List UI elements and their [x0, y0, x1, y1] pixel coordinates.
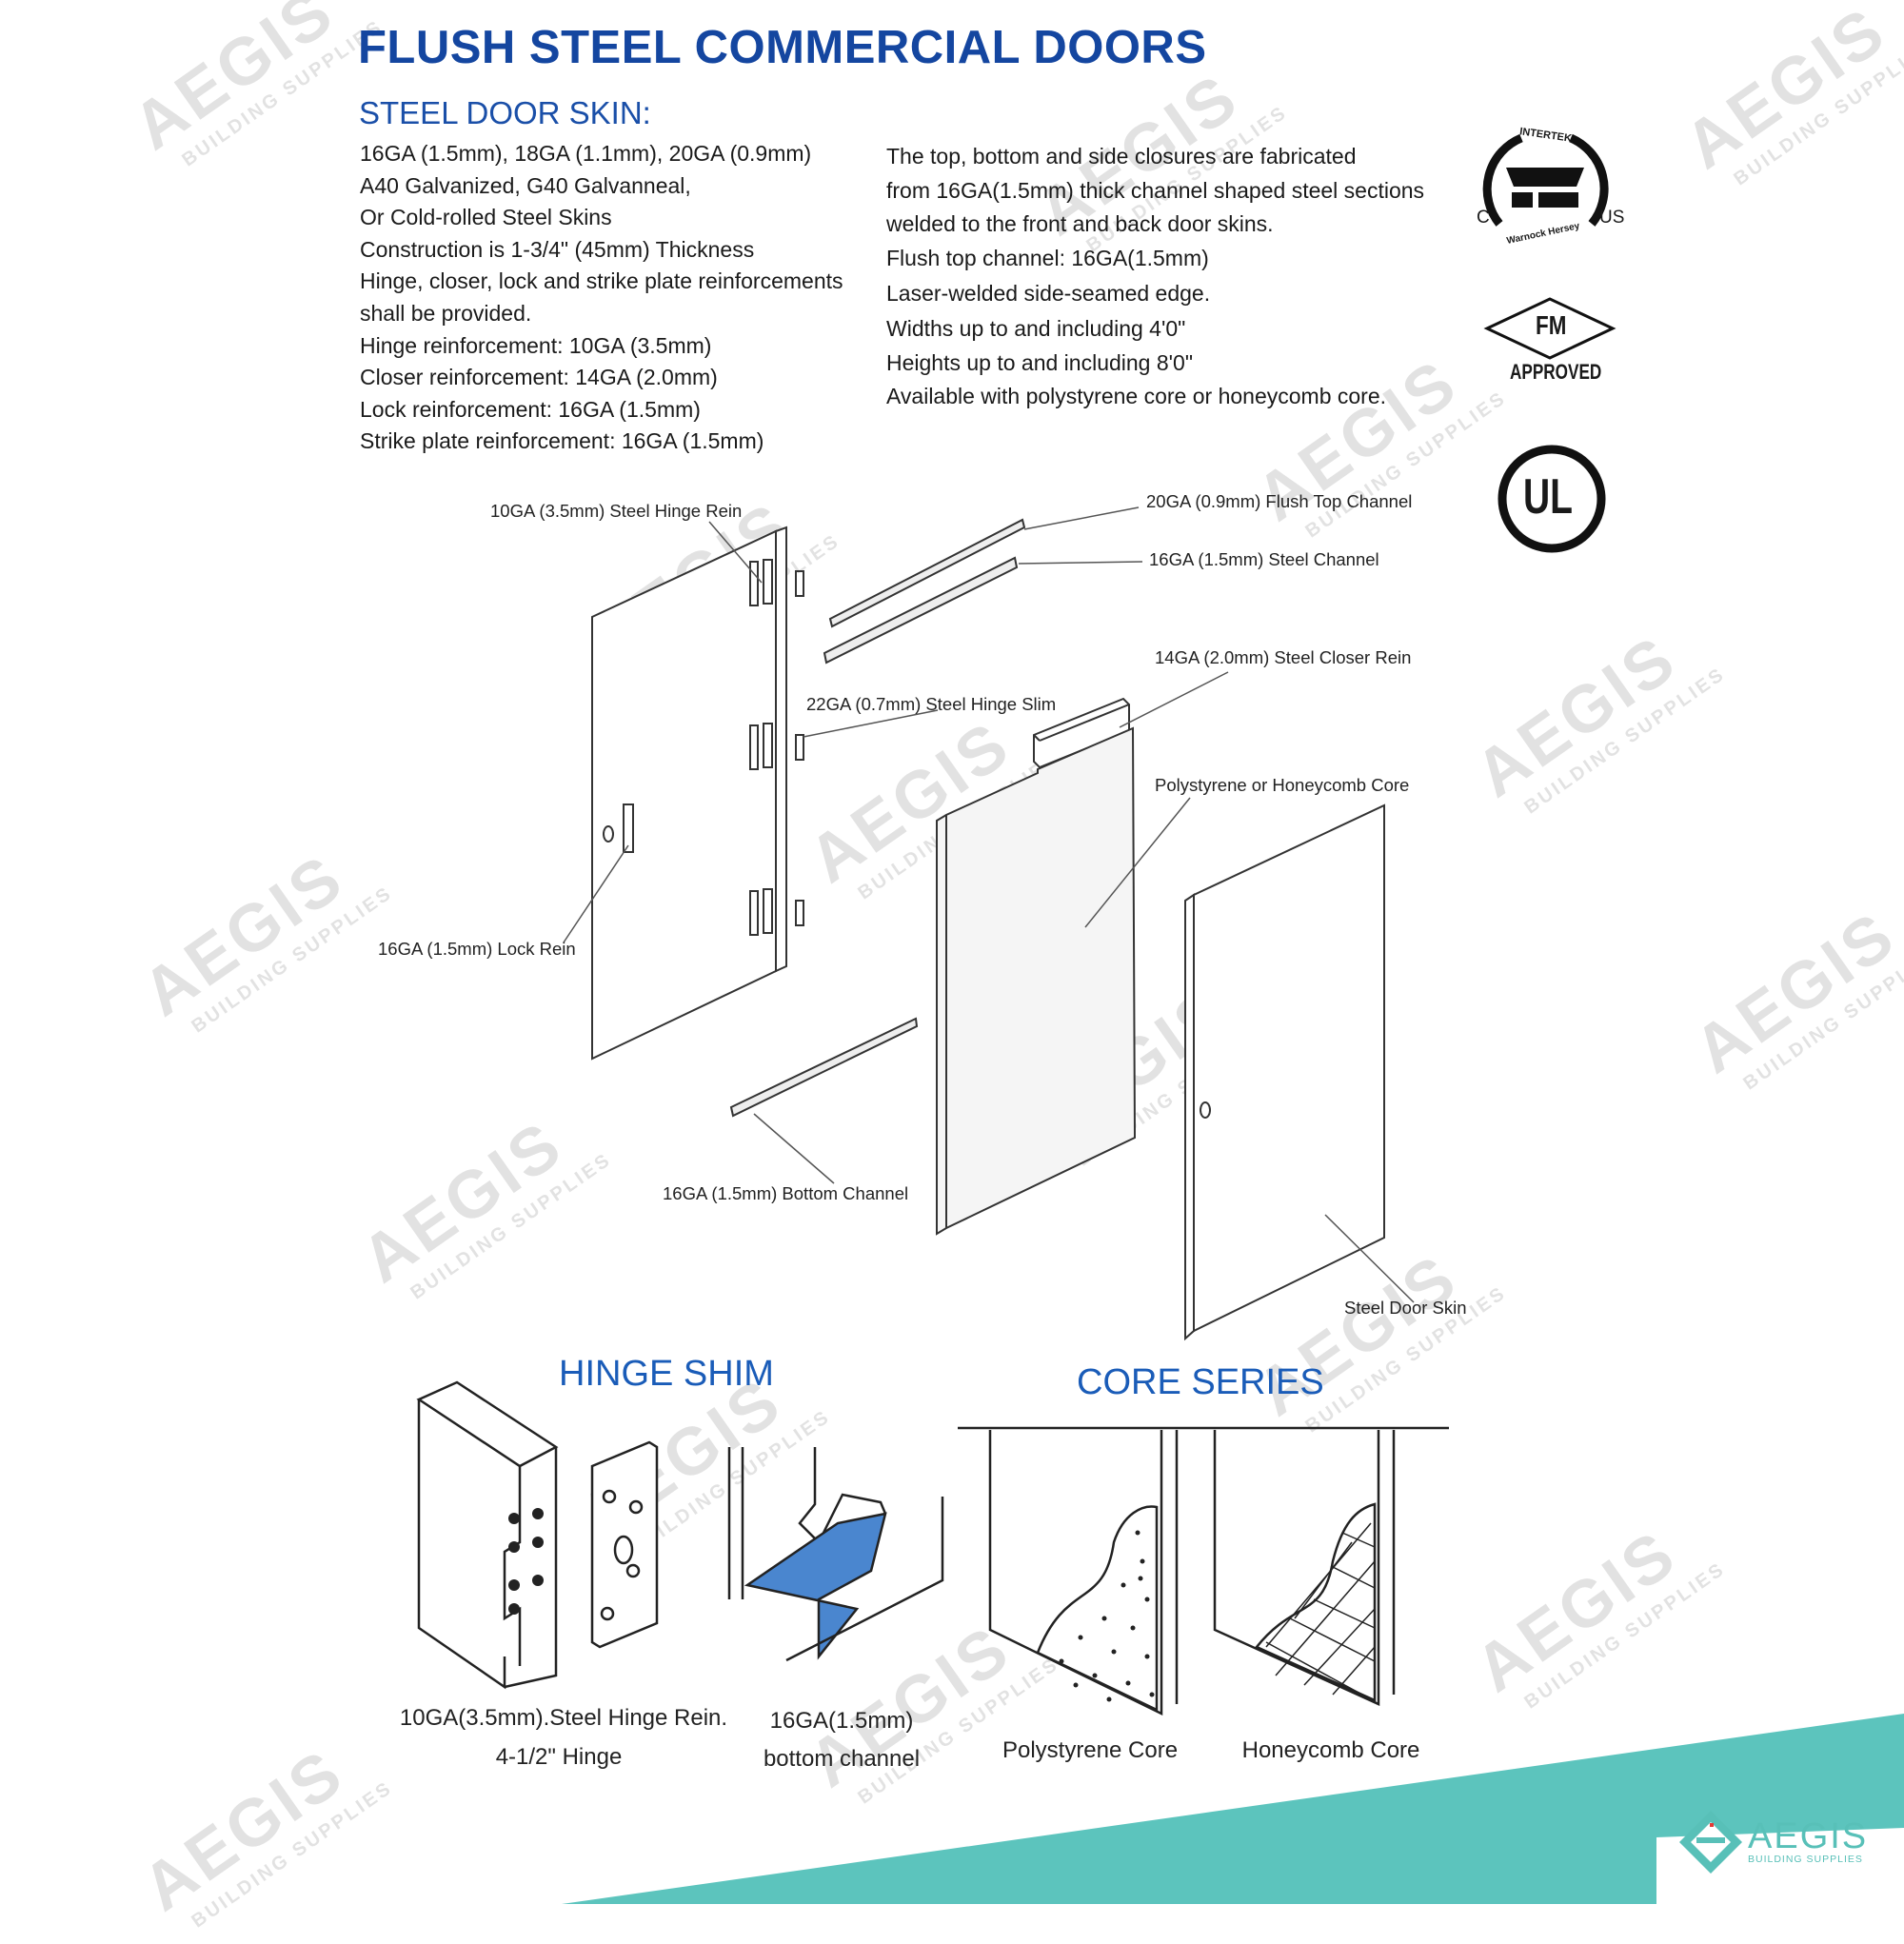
label-closer-rein: 14GA (2.0mm) Steel Closer Rein: [1155, 647, 1412, 667]
spec-line: Closer reinforcement: 14GA (2.0mm): [360, 365, 718, 390]
specs-left: 16GA (1.5mm), 18GA (1.1mm), 20GA (0.9mm)…: [360, 138, 843, 458]
spec-line: Hinge reinforcement: 10GA (3.5mm): [360, 332, 712, 358]
spec-line: The top, bottom and side closures are fa…: [886, 144, 1357, 169]
bottom-illustrations: [416, 1380, 1449, 1716]
page-title: FLUSH STEEL COMMERCIAL DOORS: [358, 22, 1207, 73]
honeycomb-pattern: [1265, 1522, 1376, 1700]
caption-honeycomb-core: Honeycomb Core: [1241, 1737, 1420, 1763]
front-door-skin: [591, 526, 804, 1061]
spec-line: Construction is 1-3/4" (45mm) Thickness: [360, 236, 755, 262]
hinge-rein-illustration: [416, 1380, 659, 1690]
door-exploded-diagram: [563, 506, 1415, 1341]
leader-lines: [563, 506, 1415, 1303]
label-flush-top-channel: 20GA (0.9mm) Flush Top Channel: [1146, 491, 1413, 511]
polystyrene-dots: [1059, 1530, 1155, 1702]
core-panel: [936, 726, 1137, 1236]
caption-polystyrene-core: Polystyrene Core: [1002, 1737, 1179, 1763]
label-hinge-slim: 22GA (0.7mm) Steel Hinge Slim: [806, 694, 1057, 714]
flush-top-channel: [828, 518, 1026, 628]
specs-right: The top, bottom and side closures are fa…: [886, 139, 1424, 413]
label-core: Polystyrene or Honeycomb Core: [1155, 775, 1410, 795]
spec-line: welded to the front and back door skins.: [886, 211, 1274, 236]
label-bottom-channel: 16GA (1.5mm) Bottom Channel: [663, 1183, 909, 1203]
bottom-channel-illustration: [727, 1447, 944, 1662]
label-lock-rein: 16GA (1.5mm) Lock Rein: [378, 939, 576, 959]
caption-bottom-channel-gauge: 16GA(1.5mm): [769, 1708, 914, 1734]
caption-hinge-size: 4-1/2" Hinge: [495, 1744, 623, 1770]
spec-line: A40 Galvanized, G40 Galvanneal,: [360, 172, 691, 198]
bottom-channel: [729, 1017, 919, 1118]
spec-line: Widths up to and including 4'0": [886, 316, 1186, 341]
spec-line: Lock reinforcement: 16GA (1.5mm): [360, 396, 701, 422]
aegis-diamond-icon: [1679, 1811, 1742, 1874]
caption-bottom-channel: bottom channel: [763, 1746, 921, 1772]
spec-line: Heights up to and including 8'0": [886, 349, 1193, 375]
back-door-skin: [1184, 803, 1385, 1341]
label-hinge-rein: 10GA (3.5mm) Steel Hinge Rein: [490, 501, 743, 521]
label-steel-channel: 16GA (1.5mm) Steel Channel: [1149, 549, 1379, 569]
spec-line: from 16GA(1.5mm) thick channel shaped st…: [886, 177, 1425, 203]
spec-line: Hinge, closer, lock and strike plate rei…: [360, 268, 843, 294]
section-heading-steel-door-skin: STEEL DOOR SKIN:: [359, 95, 651, 130]
spec-line: Flush top channel: 16GA(1.5mm): [886, 246, 1209, 270]
label-door-skin: Steel Door Skin: [1344, 1298, 1467, 1318]
spec-line: Strike plate reinforcement: 16GA (1.5mm): [360, 428, 764, 454]
steel-channel: [823, 556, 1019, 665]
spec-line: Laser-welded side-seamed edge.: [886, 281, 1211, 306]
spec-line: Available with polystyrene core or honey…: [886, 384, 1387, 408]
spec-line: Or Cold-rolled Steel Skins: [360, 205, 612, 230]
section-heading-hinge-shim: HINGE SHIM: [559, 1354, 774, 1394]
caption-hinge-rein: 10GA(3.5mm).Steel Hinge Rein.: [399, 1705, 728, 1731]
section-heading-core-series: CORE SERIES: [1077, 1362, 1324, 1402]
closer-rein: [1033, 697, 1130, 769]
spec-line: shall be provided.: [360, 300, 532, 326]
spec-line: 16GA (1.5mm), 18GA (1.1mm), 20GA (0.9mm): [360, 141, 812, 166]
